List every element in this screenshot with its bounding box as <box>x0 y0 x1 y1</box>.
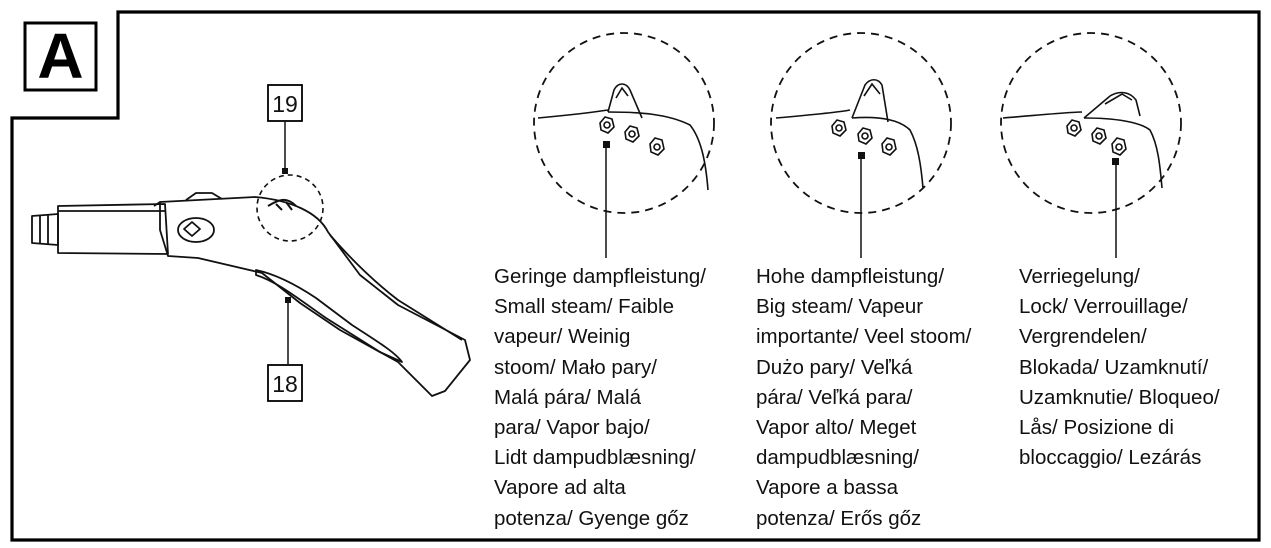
caption-line: Uzamknutie/ Bloqueo/ <box>1019 385 1220 409</box>
caption-line: bloccaggio/ Lezárás <box>1019 446 1202 470</box>
figure-label-box: A <box>23 20 98 92</box>
caption-line: Verriegelung/ <box>1019 265 1140 288</box>
detail-small-steam <box>533 32 715 258</box>
part-label-18: 18 <box>267 297 303 402</box>
detail-lock <box>1000 32 1182 258</box>
caption-line: Lidt dampudblæsning/ <box>494 446 696 470</box>
caption-line: Malá pára/ Malá <box>494 385 641 409</box>
caption-line: Blokada/ Uzamknutí/ <box>1019 355 1209 379</box>
caption-line: stoom/ Mało pary/ <box>494 355 657 379</box>
caption-line: Big steam/ Vapeur <box>756 295 924 319</box>
caption-line: Vergrendelen/ <box>1019 325 1147 349</box>
part-label-top-text: 19 <box>272 91 298 117</box>
caption-line: dampudblæsning/ <box>756 446 919 470</box>
caption-line: Dużo pary/ Veľká <box>756 355 913 379</box>
caption-big-steam: Hohe dampfleistung/ Big steam/ Vapeur im… <box>756 262 971 534</box>
caption-line: Small steam/ Faible <box>494 295 675 319</box>
caption-line: Vapor alto/ Meget <box>756 416 917 440</box>
caption-line: para/ Vapor bajo/ <box>494 416 650 440</box>
caption-line: Lås/ Posizione di <box>1019 416 1174 440</box>
zoom-circle-small <box>256 174 324 242</box>
caption-small-steam: Geringe dampfleistung/ Small steam/ Faib… <box>494 262 706 534</box>
outer-frame <box>10 10 1261 542</box>
part-label-19: 19 <box>267 84 303 174</box>
detail-big-steam <box>770 32 952 258</box>
caption-line: Geringe dampfleistung/ <box>494 265 706 288</box>
caption-line: Vapore a bassa <box>756 476 899 500</box>
caption-line: vapeur/ Weinig <box>494 325 631 349</box>
caption-line: importante/ Veel stoom/ <box>756 325 972 349</box>
caption-line: Hohe dampfleistung/ <box>756 265 945 288</box>
caption-line: Vapore ad alta <box>494 476 626 500</box>
caption-line: potenza/ Erős gőz <box>756 506 922 530</box>
caption-line: Lock/ Verrouillage/ <box>1019 295 1188 319</box>
caption-line: pára/ Veľká para/ <box>756 385 913 409</box>
steam-gun-illustration <box>31 192 471 397</box>
caption-line: potenza/ Gyenge gőz <box>494 506 689 530</box>
part-label-bottom-text: 18 <box>272 371 298 397</box>
caption-lock: Verriegelung/ Lock/ Verrouillage/ Vergre… <box>1019 262 1220 473</box>
figure-label: A <box>37 20 83 92</box>
